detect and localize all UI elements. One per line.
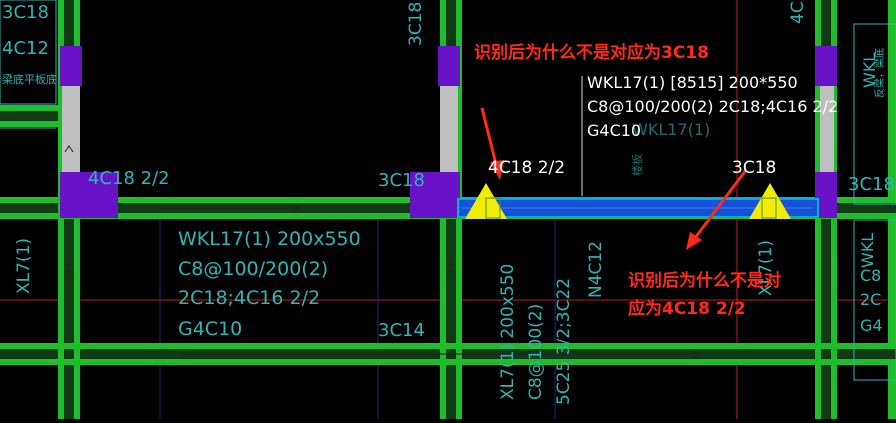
- cad-beam-left-label: 4C18 2/2: [88, 168, 170, 189]
- cad-right-wkl-b: WKL: [858, 232, 877, 268]
- cad-right-g4: G4: [860, 316, 883, 335]
- recognized-left-label: 4C18 2/2: [488, 158, 566, 178]
- cad-n4c12: N4C12: [586, 240, 606, 298]
- cad-text-left-top-b: 4C12: [2, 38, 49, 59]
- column-grey-segments: [62, 86, 834, 172]
- column-mid-joint[interactable]: [410, 172, 460, 218]
- column-right-joint[interactable]: [815, 172, 837, 218]
- cad-text-left-top-c: 梁底平板底: [2, 73, 57, 86]
- cad-beam-mid-label: 3C18: [378, 170, 425, 191]
- column-left-joint[interactable]: [60, 172, 118, 218]
- annotation-question-bottom-2: 应为4C18 2/2: [628, 299, 746, 319]
- column-group: [60, 46, 837, 218]
- direction-arrows: [64, 145, 701, 359]
- cad-text-right-col-b: 反梁，梁底: [875, 48, 886, 98]
- cad-lower-line3: 2C18;4C16 2/2: [178, 287, 321, 309]
- selected-beam-label-line2: C8@100/200(2) 2C18;4C16 2/2: [587, 97, 839, 116]
- red-annotation-arrows: [480, 107, 748, 250]
- column-mid-top[interactable]: [438, 46, 460, 86]
- cad-lower-line1: WKL17(1) 200x550: [178, 228, 361, 250]
- cad-right-2c: 2C: [860, 290, 882, 309]
- cad-lower-line2: C8@100/200(2): [178, 258, 329, 280]
- column-right-top[interactable]: [815, 46, 837, 86]
- cad-text-right-top: 4C: [788, 1, 808, 24]
- cad-right-3c18: 3C18: [848, 174, 895, 195]
- cad-bottom-3c14: 3C14: [378, 320, 425, 341]
- cad-text-mid-top: 3C18: [406, 1, 426, 46]
- cad-ghost-sub: 楼板: [631, 154, 644, 176]
- recognized-right-label: 3C18: [732, 158, 777, 178]
- annotation-question-bottom-1: 识别后为什么不是对: [628, 271, 781, 291]
- marker-left-box: [485, 197, 501, 219]
- cad-ghost-wkl: WKL17(1): [632, 120, 711, 139]
- selected-beam-label[interactable]: WKL17(1) [8515] 200*550 C8@100/200(2) 2C…: [587, 73, 838, 141]
- annotation-question-top: 识别后为什么不是对应为3C18: [474, 43, 709, 63]
- column-left-top[interactable]: [60, 46, 82, 86]
- selected-beam-label-line3: G4C10: [587, 121, 642, 140]
- cad-lower-line4: G4C10: [178, 318, 243, 340]
- cad-frames: [0, 0, 896, 381]
- cad-text-left-top-a: 3C18: [2, 2, 49, 23]
- cad-xl-mid-1: XL7(1) 200x550: [498, 263, 518, 400]
- marker-right-triangle[interactable]: [749, 183, 791, 219]
- marker-right-box: [761, 197, 777, 219]
- cad-xl-mid-2: C8@100(2): [526, 303, 546, 400]
- cad-xl-mid-3: 5C25 3/2;3C22: [554, 277, 574, 405]
- selected-beam-label-line1: WKL17(1) [8515] 200*550: [587, 73, 798, 92]
- cad-right-c8: C8: [860, 266, 882, 285]
- cad-xl-left: XL7(1): [14, 237, 34, 294]
